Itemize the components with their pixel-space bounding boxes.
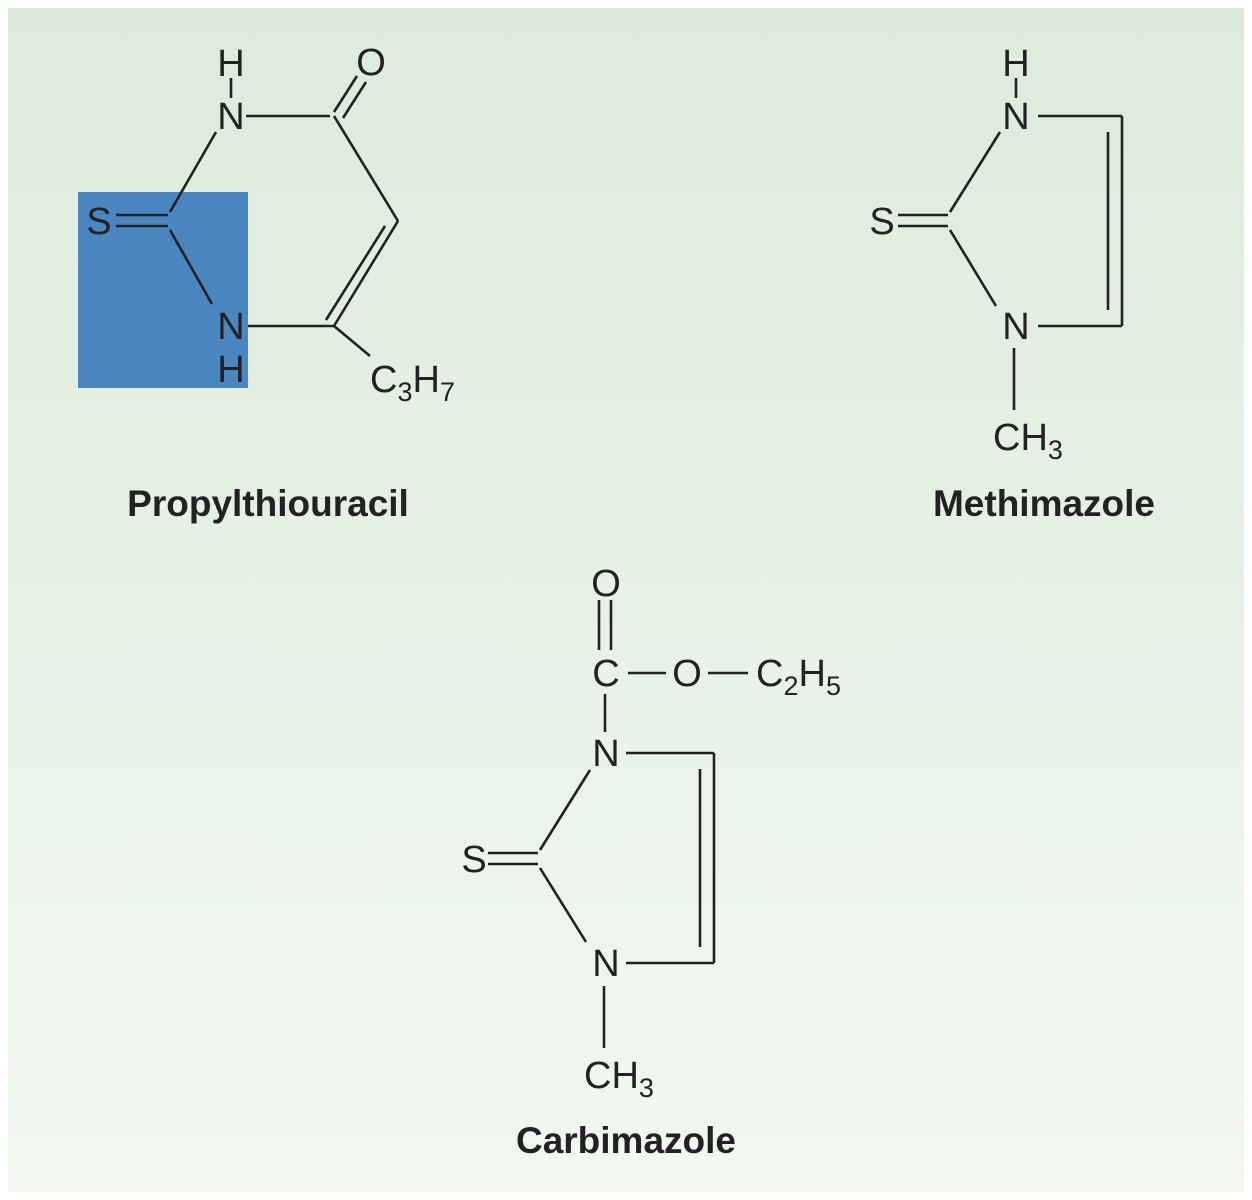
carbimazole-label: Carbimazole [516, 1120, 736, 1161]
methimazole-structure: H N S N CH3 Methimazole [869, 43, 1155, 524]
carbimazole-atom-o-ester: O [672, 653, 702, 695]
figure-background [8, 8, 1244, 1192]
bond-n-c-thio-top [948, 131, 1002, 213]
structures-figure: H N O S N H C3H7 Propylthiouracil H N S … [8, 8, 1244, 1192]
carbimazole-methyl-group: CH3 [584, 1055, 654, 1103]
structures-canvas: H N O S N H C3H7 Propylthiouracil H N S … [8, 8, 1244, 1192]
ptu-propyl-sub-7: 7 [440, 377, 455, 407]
bond-ch-c-double-1 [332, 220, 400, 327]
bond-carbonyl-ch [332, 115, 400, 222]
bond-ch-c-double-2 [324, 225, 387, 321]
ptu-atom-o: O [356, 42, 386, 84]
carbimazole-methyl-sub-3: 3 [639, 1073, 654, 1103]
methimazole-atom-n-bottom: N [1002, 306, 1029, 348]
carbimazole-atom-n-top: N [592, 733, 619, 775]
carbimazole-atom-c-carbonyl: C [592, 653, 619, 695]
ptu-atom-n-bottom: N [217, 306, 244, 348]
ptu-atom-h-top: H [217, 43, 244, 85]
ptu-propyl-group: C3H7 [370, 359, 455, 407]
carbimazole-structure: O C O C2H5 N S N CH3 Carbimazole [461, 563, 841, 1161]
carbimazole-bonds [488, 600, 748, 1048]
bond-carbonyl-o-2 [341, 81, 368, 119]
ptu-propyl-sub-3: 3 [397, 377, 412, 407]
bond-c-thio-n-bottom [168, 229, 214, 305]
ptu-atom-s: S [86, 201, 111, 243]
carbimazole-atom-s: S [461, 839, 486, 881]
ptu-propyl-h: H [412, 359, 439, 401]
methimazole-methyl-ch: CH [993, 417, 1048, 459]
propylthiouracil-structure: H N O S N H C3H7 Propylthiouracil [78, 42, 455, 524]
carbimazole-atom-o-carbonyl: O [591, 563, 621, 605]
bond-c-propyl [333, 325, 371, 357]
carbimazole-methyl-ch: CH [584, 1055, 639, 1097]
bond-n-c-thio-top [168, 131, 218, 213]
carbimazole-atom-n-bottom: N [592, 943, 619, 985]
methimazole-bonds [898, 78, 1124, 410]
bond-carbonyl-o-1 [332, 75, 359, 113]
carbimazole-ethyl-c: C [756, 653, 783, 695]
methimazole-atom-s: S [869, 201, 894, 243]
ptu-atom-h-bottom: H [217, 349, 244, 391]
methimazole-methyl-group: CH3 [993, 417, 1063, 465]
carbimazole-ethyl-sub-5: 5 [826, 671, 841, 701]
bond-c-thio-n-bottom [948, 229, 998, 307]
methimazole-atom-n-top: N [1002, 96, 1029, 138]
ptu-propyl-c: C [370, 359, 397, 401]
carbimazole-ethyl-h: H [798, 653, 825, 695]
bond-n-c-thio-top [538, 769, 592, 851]
propylthiouracil-bonds [116, 75, 400, 357]
methimazole-atom-h-top: H [1002, 43, 1029, 85]
methimazole-label: Methimazole [933, 483, 1155, 524]
methimazole-methyl-sub-3: 3 [1048, 435, 1063, 465]
thiourea-highlight-box [78, 192, 248, 388]
bond-c-thio-n-bottom [538, 867, 588, 943]
carbimazole-ethyl-group: C2H5 [756, 653, 841, 701]
carbimazole-ethyl-sub-2: 2 [783, 671, 798, 701]
ptu-atom-n-top: N [217, 96, 244, 138]
propylthiouracil-label: Propylthiouracil [127, 483, 409, 524]
